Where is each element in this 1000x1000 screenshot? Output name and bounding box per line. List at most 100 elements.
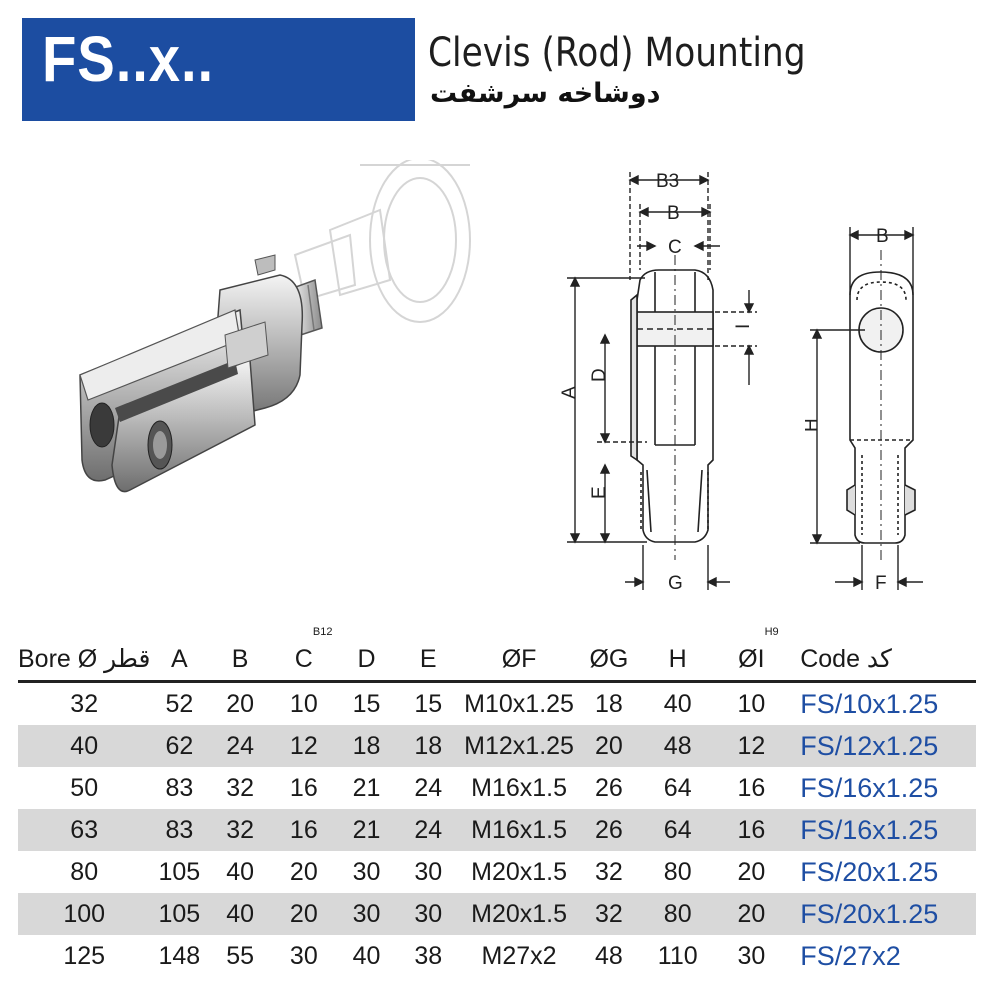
table-cell: 16: [737, 773, 766, 802]
table-cell: 18: [397, 725, 460, 767]
table-cell: M20x1.5: [459, 893, 580, 935]
table-cell: 50: [70, 773, 99, 802]
table-cell-code: FS/16x1.25: [800, 772, 939, 803]
table-cell: 24: [208, 725, 272, 767]
table-cell: 80: [70, 857, 99, 886]
table-cell: 55: [226, 941, 255, 970]
table-cell: 32: [70, 689, 99, 718]
table-cell: 12: [271, 725, 336, 767]
dim-label-a: A: [559, 386, 580, 399]
table-cell: 52: [165, 689, 194, 718]
table-cell: 30: [352, 857, 381, 886]
table-cell: 24: [414, 773, 443, 802]
table-cell: M20x1.5: [471, 857, 568, 886]
table-cell: 32: [226, 773, 255, 802]
header-e: E: [397, 622, 460, 683]
product-code-title: FS..x..: [42, 23, 215, 95]
table-cell: 100: [18, 893, 151, 935]
table-cell: 105: [150, 893, 209, 935]
table-cell: 30: [335, 893, 398, 935]
header-banner: [22, 18, 415, 121]
header-h: H: [638, 622, 717, 683]
table-cell: 21: [352, 773, 381, 802]
dim-label-d: D: [589, 368, 610, 382]
table-cell: 20: [289, 857, 318, 886]
dim-label-f: F: [875, 573, 887, 594]
table-cell: 125: [63, 941, 106, 970]
table-cell: 20: [226, 689, 255, 718]
table-cell-code: FS/12x1.25: [786, 725, 976, 767]
table-cell: M12x1.25: [459, 725, 580, 767]
table-cell: 15: [352, 689, 381, 718]
table-cell: 30: [737, 941, 766, 970]
dim-label-b3: B3: [656, 171, 679, 192]
table-cell: 18: [335, 725, 398, 767]
header-i-tolerance: H9: [764, 626, 779, 638]
table-cell: 26: [595, 773, 623, 802]
table-cell: 30: [289, 941, 318, 970]
table-cell: 83: [165, 773, 194, 802]
header-a: A: [150, 622, 209, 683]
table-cell-code: FS/16x1.25: [786, 809, 976, 851]
table-cell: 148: [158, 941, 201, 970]
table-cell: 20: [737, 857, 766, 886]
dim-label-h: H: [805, 418, 822, 432]
table-cell: 30: [397, 893, 460, 935]
table-cell: 40: [226, 857, 255, 886]
table-cell: 110: [657, 941, 698, 970]
table-cell: 40: [663, 689, 692, 718]
table-cell: 40: [18, 725, 151, 767]
table-cell: 64: [663, 773, 692, 802]
table-cell: 32: [208, 809, 272, 851]
title-english: Clevis (Rod) Mounting: [428, 30, 806, 76]
header-b: B: [208, 622, 272, 683]
table-cell: 20: [271, 893, 336, 935]
table-cell: 62: [150, 725, 209, 767]
table-cell: 48: [638, 725, 717, 767]
table-cell: 30: [414, 857, 443, 886]
table-cell-code: FS/20x1.25: [800, 856, 939, 887]
table-cell: 80: [663, 857, 692, 886]
table-cell-code: FS/27x2: [800, 940, 901, 971]
table-cell: 38: [414, 941, 443, 970]
table-cell: 20: [579, 725, 639, 767]
table-cell: 18: [595, 689, 623, 718]
clevis-product-image: [79, 160, 471, 493]
header-c-tolerance: B12: [312, 626, 333, 638]
table-cell: M16x1.5: [459, 809, 580, 851]
table-cell: 40: [352, 941, 381, 970]
table-cell: 20: [716, 893, 787, 935]
dim-label-i: I: [733, 324, 754, 329]
table-cell: 16: [716, 809, 787, 851]
table-cell: M10x1.25: [464, 689, 574, 718]
table-cell: 21: [335, 809, 398, 851]
table-cell-code: FS/20x1.25: [786, 893, 976, 935]
dim-label-g: G: [668, 573, 683, 594]
table-cell: 12: [716, 725, 787, 767]
header-d: D: [335, 622, 398, 683]
header-g: ØG: [579, 622, 639, 683]
table-cell: 10: [289, 689, 318, 718]
table-cell: 32: [579, 893, 639, 935]
table-cell: 105: [158, 857, 201, 886]
table-cell: 64: [638, 809, 717, 851]
header-bore: Bore Ø قطر: [18, 622, 151, 683]
table-cell: 83: [150, 809, 209, 851]
table-cell: 40: [208, 893, 272, 935]
dim-label-b: B: [667, 203, 680, 224]
table-cell: 24: [397, 809, 460, 851]
header-f: ØF: [459, 622, 580, 683]
table-cell: 16: [289, 773, 318, 802]
dim-label-e: E: [589, 486, 610, 499]
